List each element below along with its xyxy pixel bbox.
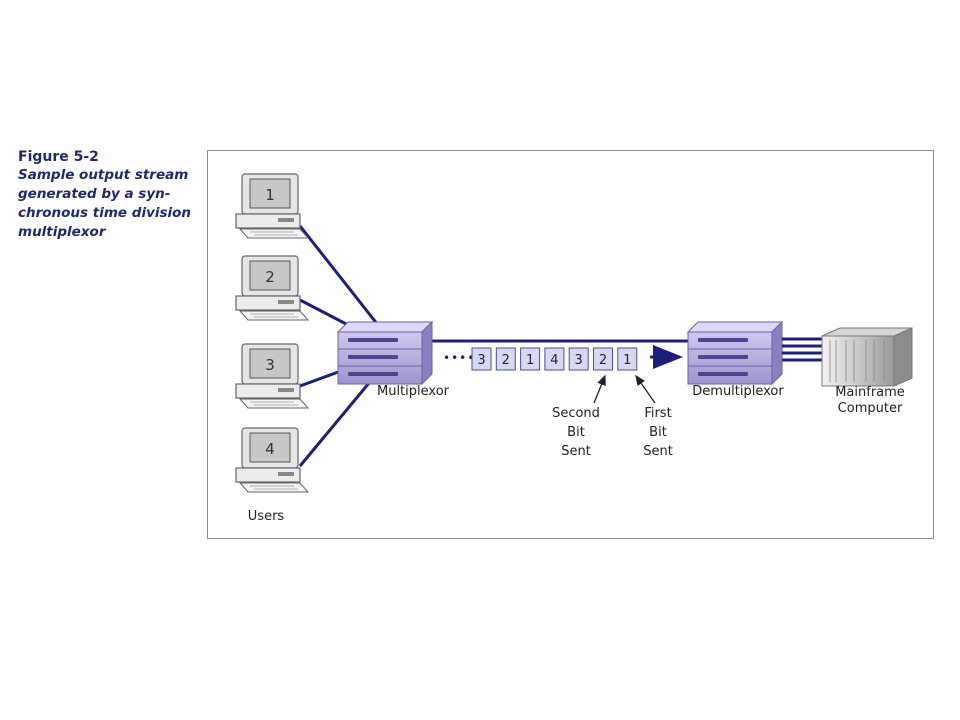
mainframe-computer <box>821 327 913 387</box>
stream-frame-number: 2 <box>599 353 607 368</box>
demultiplexor-label: Demultiplexor <box>692 384 784 399</box>
stream-frame: 1 <box>520 347 541 371</box>
stream-frame-number: 1 <box>623 353 631 368</box>
stream-frames: 3 2 1 4 3 2 1 <box>471 347 638 371</box>
stream-frame-number: 2 <box>502 353 510 368</box>
figure-title: Figure 5-2 <box>18 149 99 165</box>
stream-frame: 3 <box>568 347 589 371</box>
link-user-1 <box>298 225 380 326</box>
multiplexor-label: Multiplexor <box>377 384 450 399</box>
mainframe-label-line2: Computer <box>838 401 903 416</box>
second-bit-label-line3: Sent <box>561 444 591 459</box>
multiplexor-device <box>336 320 434 386</box>
stream-frame-number: 4 <box>550 353 558 368</box>
figure-description: Sample output stream generated by a syn-… <box>18 167 192 240</box>
first-bit-label-line2: Bit <box>649 425 667 440</box>
stream-frame-box <box>544 347 565 371</box>
stream-frame-number: 3 <box>575 353 583 368</box>
mainframe-links <box>782 337 824 362</box>
first-bit-label-line1: First <box>644 406 671 421</box>
terminal-3: 3 <box>235 343 310 409</box>
stream-frame: 2 <box>495 347 516 371</box>
stream-frame-box <box>568 347 589 371</box>
stream-frame: 3 <box>471 347 492 371</box>
stream-frame: 4 <box>544 347 565 371</box>
stream-ellipsis: •••• <box>443 351 475 365</box>
stream-frame: 2 <box>593 347 613 371</box>
link-user-2 <box>299 298 351 328</box>
terminal-1: 1 <box>235 173 310 239</box>
terminal-4-number: 4 <box>265 440 275 458</box>
stream-frame-box <box>495 347 516 371</box>
terminal-4: 4 <box>235 427 310 493</box>
demultiplexor-device <box>686 320 784 386</box>
terminal-2: 2 <box>235 255 310 321</box>
stream-frame-number: 1 <box>526 353 534 368</box>
terminal-2-number: 2 <box>265 268 275 286</box>
link-user-4 <box>298 376 376 467</box>
first-bit-label-line3: Sent <box>643 444 673 459</box>
stream-frame-box <box>471 347 492 371</box>
user-terminals: 1 2 3 4 <box>235 173 310 493</box>
stream-frame-number: 3 <box>477 353 485 368</box>
second-bit-pointer <box>593 374 606 404</box>
terminal-1-number: 1 <box>265 186 275 204</box>
first-bit-pointer <box>635 374 656 404</box>
stream-frame: 1 <box>617 347 638 371</box>
mainframe-label-line1: Mainframe <box>835 385 905 400</box>
stream-frame-box <box>520 347 541 371</box>
stream-frame-box <box>617 347 638 371</box>
stream-frame-box <box>593 347 613 371</box>
user-links <box>298 225 380 467</box>
figure-caption: Figure 5-2 Sample output stream generate… <box>18 148 198 242</box>
terminal-3-number: 3 <box>265 356 275 374</box>
second-bit-label-line1: Second <box>552 406 600 421</box>
users-label: Users <box>248 509 285 524</box>
second-bit-label-line2: Bit <box>567 425 585 440</box>
